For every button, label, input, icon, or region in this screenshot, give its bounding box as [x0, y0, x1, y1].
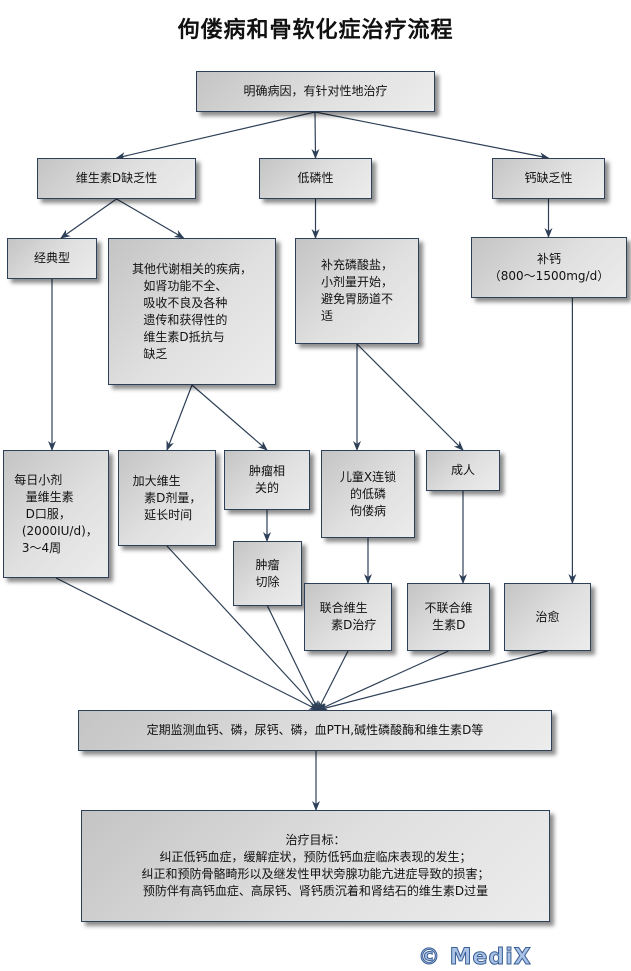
increase-vitamin-d-node: 加大维生 素D剂量， 延长时间	[118, 450, 216, 546]
arrow-other-to-tumor_related	[191, 384, 268, 451]
root-node: 明确病因，有针对性地治疗	[196, 71, 435, 112]
hypophosphatemic-node: 低磷性	[259, 158, 372, 199]
tumor-related-label: 肿瘤相 关的	[248, 464, 285, 495]
daily-vitamin-d-label: 每日小剂 量维生素 D口服， (2000IU/d)， 3～4周	[14, 472, 98, 555]
increase-vitamin-d-label: 加大维生 素D剂量， 延长时间	[132, 473, 202, 522]
daily-vitamin-d-node: 每日小剂 量维生素 D口服， (2000IU/d)， 3～4周	[3, 450, 109, 578]
arrow-root-to-vitd_def	[115, 111, 316, 160]
arrow-other-to-increase_vitd	[166, 384, 193, 451]
calcium-deficiency-label: 钙缺乏性	[524, 171, 573, 185]
arrow-increase_vitd-to-monitor	[166, 545, 319, 711]
vitamin-d-deficiency-label: 维生素D缺乏性	[75, 171, 158, 185]
other-metabolic-label: 其他代谢相关的疾病， 如肾功能不全、 吸收不良及各种 遗传和获得性的 维生素D抵…	[131, 261, 252, 361]
hypophosphatemic-label: 低磷性	[297, 171, 334, 185]
tumor-resection-node: 肿瘤 切除	[233, 541, 302, 606]
arrow-no_combine_vitd-to-monitor	[317, 650, 449, 711]
adult-node: 成人	[426, 450, 500, 491]
classic-type-node: 经典型	[7, 238, 97, 279]
arrow-daily_vitd-to-monitor	[55, 577, 319, 711]
arrow-cured-to-monitor	[317, 650, 548, 712]
cured-node: 治愈	[504, 583, 591, 651]
monitoring-label: 定期监测血钙、磷，尿钙、磷，血PTH,碱性磷酸酶和维生素D等	[146, 723, 484, 737]
medix-watermark: © MediX	[418, 945, 532, 971]
adult-label: 成人	[450, 463, 475, 477]
arrow-root-to-ca_def	[314, 111, 550, 161]
phosphate-supplement-label: 补充磷酸盐， 小剂量开始， 避免胃肠道不 适	[320, 258, 393, 323]
monitoring-node: 定期监测血钙、磷，尿钙、磷，血PTH,碱性磷酸酶和维生素D等	[78, 710, 552, 751]
arrow-combine_vitd-to-monitor	[317, 650, 349, 711]
arrow-tumor_resect-to-monitor	[266, 605, 319, 711]
calcium-supplement-label: 补钙 （800～1500mg/d）	[488, 251, 610, 283]
arrow-root-to-hypophos	[311, 111, 320, 159]
combine-vitamin-d-label: 联合维生 素D治疗	[319, 601, 377, 632]
cured-label: 治愈	[535, 609, 560, 624]
child-x-linked-label: 儿童X连锁 的低磷 佝偻病	[339, 469, 397, 518]
no-combine-vitamin-d-node: 不联合维 生素D	[407, 583, 490, 651]
arrow-vitd_def-to-other	[116, 198, 185, 239]
calcium-deficiency-node: 钙缺乏性	[492, 158, 605, 199]
arrow-phosphate-to-adult	[356, 343, 464, 451]
arrow-vitd_def-to-classic	[60, 198, 117, 239]
root-node-label: 明确病因，有针对性地治疗	[243, 84, 388, 98]
calcium-supplement-node: 补钙 （800～1500mg/d）	[471, 237, 627, 298]
treatment-goals-label: 治疗目标： 纠正低钙血症，缓解症状，预防低钙血症临床表现的发生； 纠正和预防骨骼…	[141, 833, 490, 898]
tumor-related-node: 肿瘤相 关的	[224, 450, 310, 510]
no-combine-vitamin-d-label: 不联合维 生素D	[424, 601, 473, 632]
other-metabolic-node: 其他代谢相关的疾病， 如肾功能不全、 吸收不良及各种 遗传和获得性的 维生素D抵…	[108, 238, 276, 385]
classic-type-label: 经典型	[33, 251, 70, 265]
child-x-linked-node: 儿童X连锁 的低磷 佝偻病	[321, 450, 415, 538]
treatment-goals-node: 治疗目标： 纠正低钙血症，缓解症状，预防低钙血症临床表现的发生； 纠正和预防骨骼…	[81, 810, 550, 922]
vitamin-d-deficiency-node: 维生素D缺乏性	[37, 158, 196, 199]
phosphate-supplement-node: 补充磷酸盐， 小剂量开始， 避免胃肠道不 适	[295, 238, 419, 344]
diagram-title: 佝偻病和骨软化症治疗流程	[177, 17, 454, 43]
combine-vitamin-d-node: 联合维生 素D治疗	[304, 583, 392, 651]
tumor-resection-label: 肿瘤 切除	[255, 557, 280, 589]
